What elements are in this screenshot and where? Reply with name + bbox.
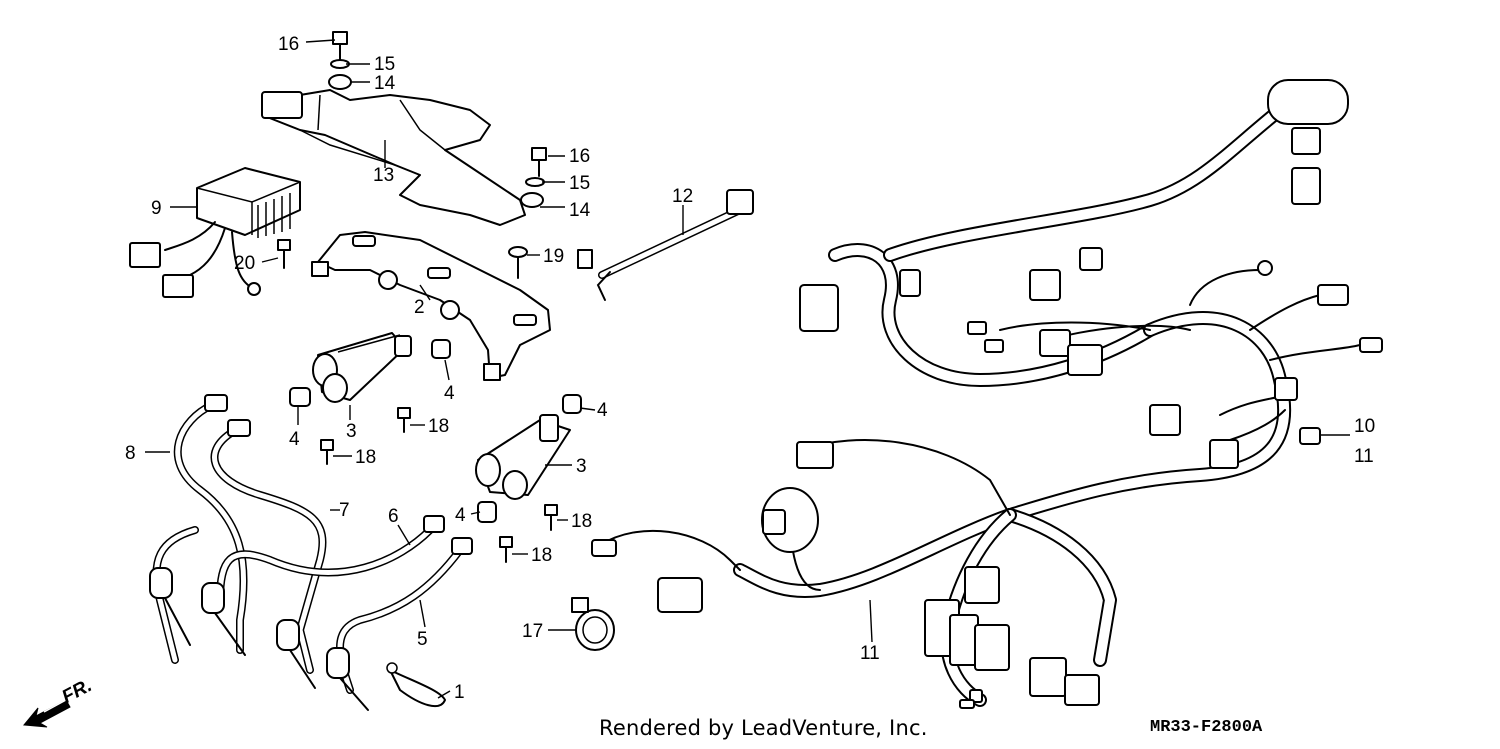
callout-16-top: 16 [278, 34, 299, 55]
callout-13: 13 [373, 165, 394, 186]
bolt-20 [277, 239, 291, 269]
leader-lines [145, 39, 1350, 699]
callout-18c: 18 [571, 511, 592, 532]
callout-18a: 18 [428, 416, 449, 437]
plug-lead-7 [210, 419, 327, 674]
diagram-code: MR33-F2800A [1150, 718, 1263, 737]
callout-4b: 4 [289, 429, 300, 450]
callout-5: 5 [417, 629, 428, 650]
collar-4c [562, 394, 582, 414]
callout-2: 2 [414, 297, 425, 318]
bolt-18c [544, 504, 558, 531]
callout-4c: 4 [597, 400, 608, 421]
main-wire-harness [599, 103, 1361, 707]
callout-14-right: 14 [569, 200, 591, 221]
collar-4b [289, 387, 311, 407]
bolt-19 [508, 246, 528, 279]
sub-harness-12 [577, 189, 754, 301]
regulator-rectifier [129, 167, 301, 298]
callout-14-top: 14 [374, 73, 396, 94]
cable-tie-1 [386, 662, 446, 708]
ignition-coil-upper [312, 332, 412, 403]
callout-18d: 18 [531, 545, 552, 566]
callout-9: 9 [151, 198, 162, 219]
callout-11-harness: 11 [860, 643, 880, 664]
bolt-16-top [328, 31, 352, 90]
collar-4d [477, 501, 497, 523]
callout-8: 8 [125, 443, 136, 464]
plug-lead-6 [216, 515, 445, 604]
plug-lead-5 [336, 537, 473, 694]
bolt-18b [320, 439, 334, 465]
harness-connectors [591, 79, 1383, 709]
callout-17: 17 [522, 621, 543, 642]
callout-7: 7 [339, 500, 350, 521]
callout-3-upper: 3 [346, 421, 357, 442]
collar-4a [431, 339, 451, 359]
bracket-mount [311, 231, 551, 381]
ignition-coil-lower [475, 414, 571, 500]
bolt-18d [499, 536, 513, 563]
callout-4d: 4 [455, 505, 466, 526]
callout-1: 1 [454, 682, 465, 703]
bolt-18a [397, 407, 411, 433]
callout-19: 19 [543, 246, 564, 267]
callout-12: 12 [672, 186, 693, 207]
callout-4a: 4 [444, 383, 455, 404]
bracket-upper [261, 89, 526, 226]
callout-11-right: 11 [1354, 446, 1374, 467]
render-credit: Rendered by LeadVenture, Inc. [599, 716, 928, 740]
front-arrow-icon [23, 699, 71, 728]
callout-16-right: 16 [569, 146, 590, 167]
callout-10: 10 [1354, 416, 1375, 437]
plug-caps [149, 567, 369, 711]
callout-18b: 18 [355, 447, 376, 468]
bolt-16-right [520, 147, 547, 208]
callout-15-top: 15 [374, 54, 395, 75]
callout-3-lower: 3 [576, 456, 587, 477]
callout-15-right: 15 [569, 173, 590, 194]
callout-20: 20 [234, 253, 255, 274]
band-clamp-17 [571, 597, 615, 651]
callout-6: 6 [388, 506, 399, 527]
